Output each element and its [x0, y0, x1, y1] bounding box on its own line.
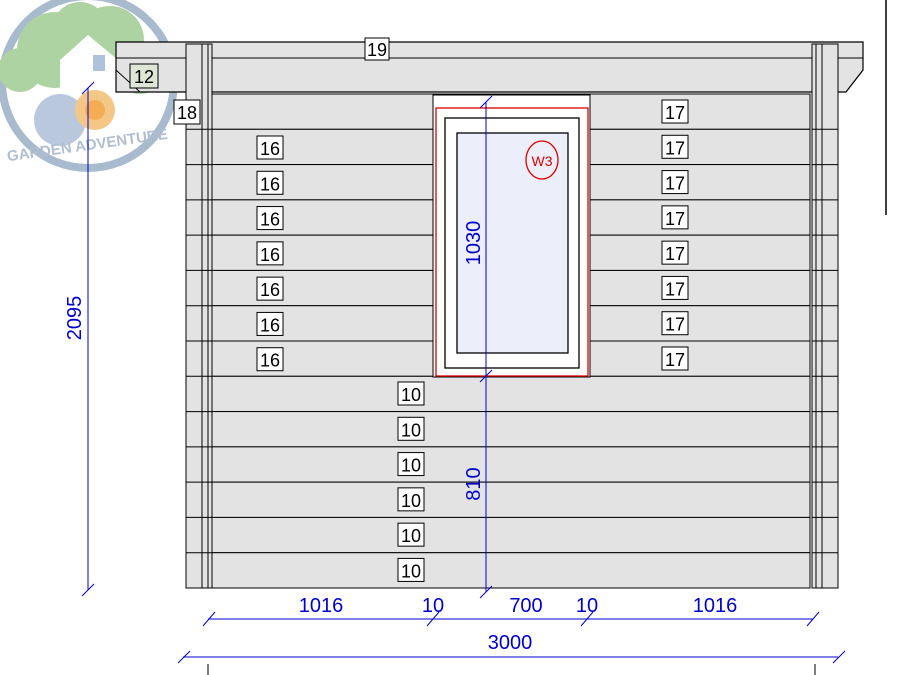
- board-label-lower: 10: [397, 557, 425, 582]
- board-label-right: 17: [661, 205, 689, 230]
- board-label-text: 17: [665, 279, 685, 299]
- lower-board-labels: 10 10 10 10 10 10: [397, 381, 425, 582]
- right-board-labels: 17 17 17 17 17 17 17 17: [661, 99, 689, 371]
- window-opening: [435, 107, 589, 377]
- board-label-left: 16: [256, 276, 284, 301]
- garden-adventure-logo: GARDEN ADVENTURE: [0, 0, 178, 172]
- window-tag-circle: [525, 140, 559, 180]
- board-label-text: 16: [260, 174, 280, 194]
- wall-board: [211, 481, 811, 518]
- board-label-text: 16: [260, 315, 280, 335]
- board-label-text: 17: [665, 209, 685, 229]
- corner-posts: [185, 43, 839, 589]
- wall-board: [211, 411, 811, 448]
- wall-board: [211, 446, 811, 483]
- board-label-text: 17: [665, 103, 685, 123]
- left-board-labels: 16 16 16 16 16 16 16: [256, 135, 284, 372]
- total-height-label: 2095: [64, 296, 86, 341]
- total-width-label: 3000: [488, 632, 533, 654]
- board-label-text: 16: [260, 245, 280, 265]
- board-label-text: 10: [401, 491, 421, 511]
- window-height-label: 1030: [463, 221, 485, 266]
- board-label-lower: 10: [397, 381, 425, 406]
- board-label-text: 17: [665, 174, 685, 194]
- gap-right-label: 10: [576, 595, 598, 617]
- board-label-left: 16: [256, 135, 284, 160]
- gap-left-label: 10: [422, 595, 444, 617]
- board-label-left: 16: [256, 170, 284, 195]
- board-label-right: 17: [661, 170, 689, 195]
- dimension-labels: 2095 1030 810 1016 10 700 10 1016 3000: [64, 221, 737, 654]
- dimensions: [81, 81, 846, 664]
- board-label-text: 10: [401, 385, 421, 405]
- board-label-lower: 10: [397, 522, 425, 547]
- board-label-text: 10: [401, 456, 421, 476]
- roof: [115, 41, 864, 93]
- board-label-text: 16: [260, 280, 280, 300]
- board-label-18: 18: [173, 99, 201, 125]
- board-label-text: 16: [260, 351, 280, 371]
- wall-board: [211, 516, 811, 554]
- svg-text:19: 19: [367, 40, 387, 60]
- left-width-label: 1016: [299, 595, 344, 617]
- board-label-19: 19: [364, 37, 390, 61]
- board-label-right: 17: [661, 275, 689, 300]
- board-label-text: 17: [665, 138, 685, 158]
- board-label-left: 16: [256, 206, 284, 231]
- board-label-text: 17: [665, 350, 685, 370]
- board-label-left: 16: [256, 347, 284, 372]
- window-width-label: 700: [509, 595, 542, 617]
- board-label-text: 16: [260, 139, 280, 159]
- svg-text:18: 18: [177, 103, 197, 123]
- base-ticks: [207, 664, 816, 675]
- wall-board: [211, 375, 811, 413]
- board-label-text: 16: [260, 210, 280, 230]
- board-label-right: 17: [661, 240, 689, 265]
- board-label-text: 10: [401, 561, 421, 581]
- board-label-text: 10: [401, 420, 421, 440]
- board-label-right: 17: [661, 346, 689, 371]
- board-label-lower: 10: [397, 452, 425, 477]
- board-label-left: 16: [256, 241, 284, 266]
- window-tag: W3: [532, 153, 553, 169]
- board-label-lower: 10: [397, 487, 425, 512]
- window-w3: W3: [432, 94, 591, 378]
- window-glass: [456, 132, 569, 354]
- board-label-lower: 10: [397, 416, 425, 441]
- board-label-text: 17: [665, 244, 685, 264]
- board-label-12: 12: [129, 63, 159, 89]
- board-label-right: 17: [661, 134, 689, 159]
- svg-text:12: 12: [134, 67, 154, 87]
- board-label-text: 17: [665, 315, 685, 335]
- board-label-right: 17: [661, 99, 689, 124]
- right-width-label: 1016: [693, 595, 738, 617]
- board-label-text: 10: [401, 526, 421, 546]
- wall-board: [211, 552, 811, 589]
- sill-height-label: 810: [463, 467, 485, 500]
- board-label-right: 17: [661, 311, 689, 336]
- board-label-left: 16: [256, 311, 284, 336]
